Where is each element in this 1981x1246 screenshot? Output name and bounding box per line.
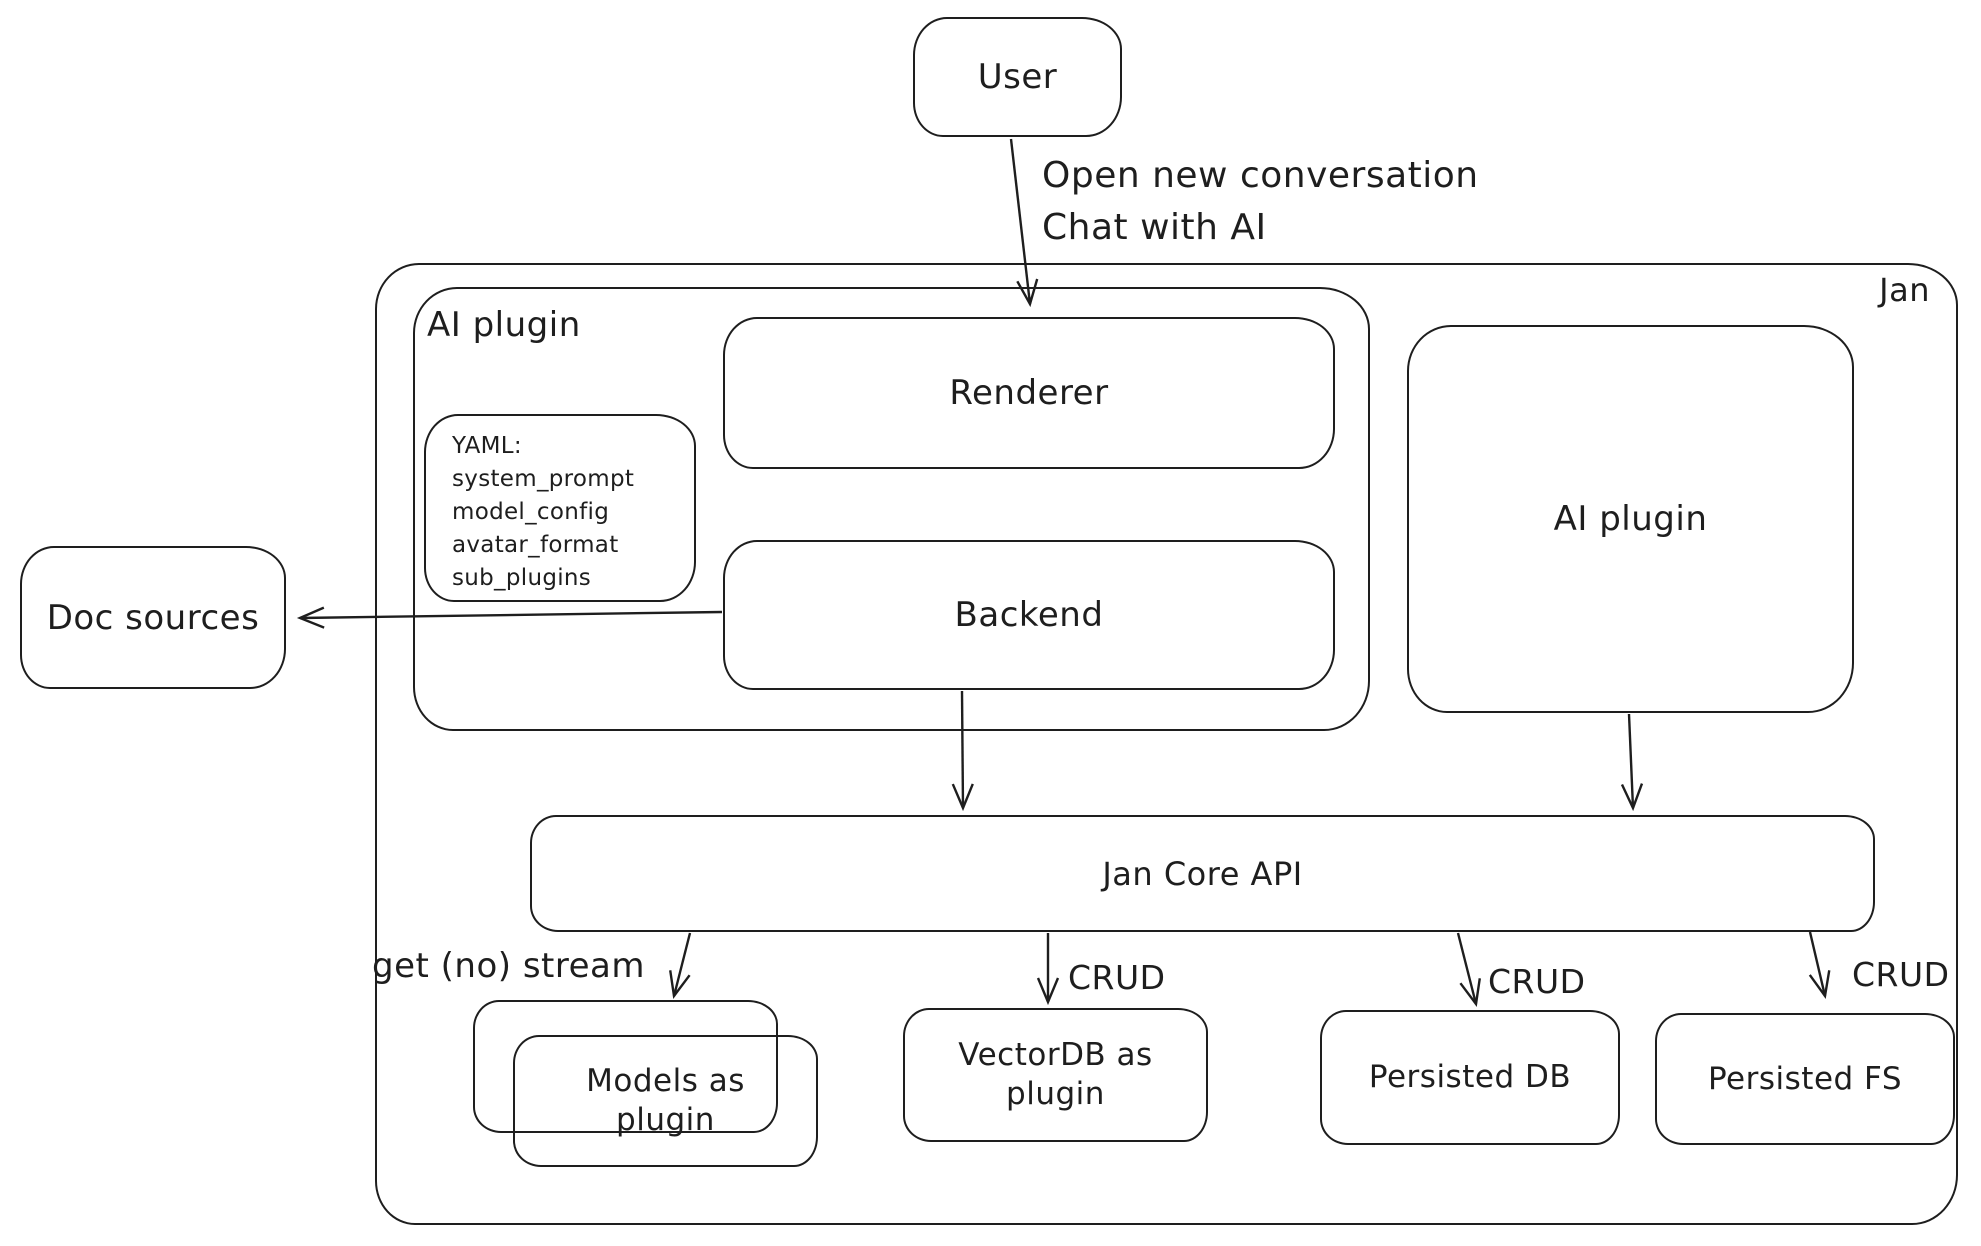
edge-label-crud-persisted-db: CRUD — [1488, 962, 1586, 1001]
jan-core-api-node: Jan Core API — [530, 815, 1875, 932]
models-as-plugin-outer-box — [473, 1000, 778, 1133]
doc-sources-node-label: Doc sources — [46, 597, 260, 638]
edge-label-crud-persisted-fs: CRUD — [1852, 955, 1950, 994]
yaml-note-line: avatar_format — [452, 532, 619, 558]
edge-label-open-conversation-line1: Open new conversation — [1042, 155, 1479, 196]
ai-plugin-left-label: AI plugin — [427, 305, 581, 345]
user-node: User — [913, 17, 1122, 137]
ai-plugin-left-container-box: AI plugin — [413, 287, 1370, 731]
edge-label-get-no-stream: get (no) stream — [372, 946, 645, 986]
edge-label-crud-vectordb: CRUD — [1068, 958, 1166, 997]
yaml-note: YAML: system_prompt model_config avatar_… — [424, 414, 696, 602]
ai-plugin-right-node: AI plugin — [1407, 325, 1854, 713]
renderer-node: Renderer — [723, 317, 1335, 469]
models-as-plugin-node: Models as plugin — [513, 1035, 818, 1167]
yaml-note-text: YAML: system_prompt model_config avatar_… — [452, 430, 634, 595]
vectordb-as-plugin-node: VectorDB as plugin — [903, 1008, 1208, 1142]
yaml-note-title: YAML: — [452, 433, 522, 459]
user-node-label: User — [977, 57, 1058, 97]
yaml-note-line: model_config — [452, 499, 610, 525]
persisted-fs-label: Persisted FS — [1707, 1060, 1903, 1097]
jan-container-label: Jan — [1879, 271, 1930, 309]
renderer-node-label: Renderer — [949, 373, 1109, 413]
edge-label-open-conversation: Open new conversation Chat with AI — [1042, 150, 1479, 254]
edge-label-open-conversation-line2: Chat with AI — [1042, 207, 1267, 248]
backend-node-label: Backend — [954, 595, 1104, 635]
vectordb-as-plugin-label: VectorDB as plugin — [958, 1037, 1153, 1112]
doc-sources-node: Doc sources — [20, 546, 286, 689]
yaml-note-line: system_prompt — [452, 466, 635, 492]
backend-node: Backend — [723, 540, 1335, 690]
persisted-db-node: Persisted DB — [1320, 1010, 1620, 1145]
models-as-plugin-label: Models as plugin — [586, 1063, 745, 1138]
persisted-fs-node: Persisted FS — [1655, 1013, 1955, 1145]
persisted-db-label: Persisted DB — [1368, 1059, 1572, 1096]
ai-plugin-right-label: AI plugin — [1553, 499, 1708, 539]
jan-container-box: Jan — [375, 263, 1958, 1225]
yaml-note-line: sub_plugins — [452, 565, 592, 591]
jan-core-api-node-label: Jan Core API — [1102, 854, 1303, 893]
